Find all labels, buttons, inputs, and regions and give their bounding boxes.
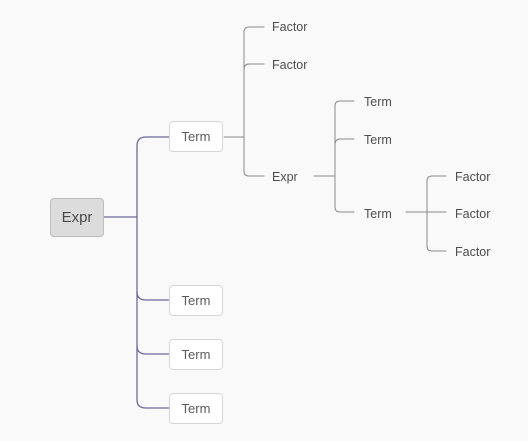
term-node-label: Term: [181, 401, 211, 416]
edge-expr2-term-2: [334, 138, 355, 146]
nested-factor-node-3[interactable]: Factor: [455, 245, 491, 259]
edge-root-term-1: [103, 136, 170, 218]
edge-expr2-term-3: [334, 175, 355, 213]
term-node-2[interactable]: Term: [169, 285, 223, 316]
nested-term-node-2[interactable]: Term: [364, 133, 392, 147]
edge-term3-factor-1: [405, 175, 447, 213]
edge-root-term-2: [136, 216, 170, 301]
edge-term1-expr: [243, 136, 265, 177]
root-node-label: Expr: [61, 209, 93, 226]
edge-expr2-term-1: [313, 100, 355, 177]
term-node-1[interactable]: Term: [169, 121, 223, 152]
edge-term3-factor-3: [426, 211, 447, 252]
term-node-label: Term: [181, 293, 211, 308]
term-node-4[interactable]: Term: [169, 393, 223, 424]
nested-factor-node-1[interactable]: Factor: [455, 170, 491, 184]
term-node-label: Term: [181, 347, 211, 362]
term-node-label: Term: [181, 129, 211, 144]
term-node-3[interactable]: Term: [169, 339, 223, 370]
nested-factor-node-2[interactable]: Factor: [455, 207, 491, 221]
expr-node-nested[interactable]: Expr: [272, 170, 298, 184]
nested-term-node-3[interactable]: Term: [364, 207, 392, 221]
edge-root-term-3: [136, 291, 170, 355]
root-node-expr[interactable]: Expr: [50, 198, 104, 237]
edge-term1-factor-1: [223, 26, 265, 138]
edge-term1-factor-2: [243, 63, 265, 71]
factor-node-2[interactable]: Factor: [272, 58, 308, 72]
edge-root-term-4: [136, 345, 170, 409]
nested-term-node-1[interactable]: Term: [364, 95, 392, 109]
factor-node-1[interactable]: Factor: [272, 20, 308, 34]
